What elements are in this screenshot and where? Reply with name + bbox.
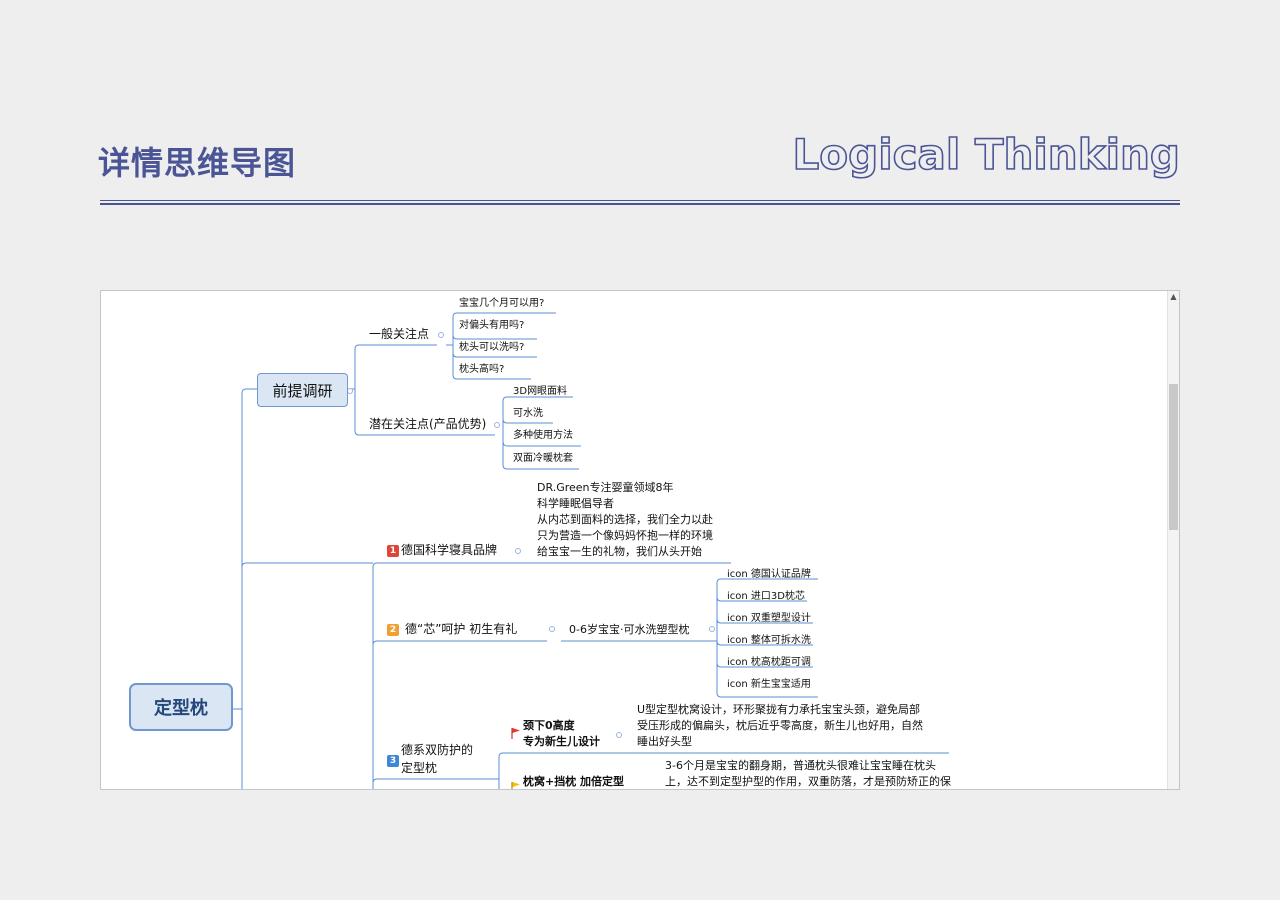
header-divider-thick [100, 203, 1180, 205]
section3-item1-title-line1[interactable]: 颈下0高度 [523, 719, 575, 732]
scroll-thumb[interactable] [1169, 384, 1178, 530]
section3-item2-title[interactable]: 枕窝+挡枕 加倍定型 [523, 775, 625, 788]
general-item[interactable]: 对偏头有用吗? [459, 320, 525, 331]
section3-item1-desc: 睡出好头型 [637, 735, 692, 748]
potential-item[interactable]: 3D网眼面料 [513, 386, 568, 397]
section1-line: DR.Green专注婴童领域8年 [537, 481, 674, 494]
section2-badge: 2 [387, 624, 399, 636]
link-section3-items [489, 752, 617, 780]
section2-item[interactable]: icon 枕高枕距可调 [727, 657, 811, 668]
mindmap-viewer[interactable]: 定型枕 前提调研 一般关注点 宝宝几个月可以用? 对偏头有用吗? 枕头可以洗吗?… [100, 290, 1180, 790]
section1-line: 给宝宝一生的礼物，我们从头开始 [537, 545, 702, 558]
section3-node-line2[interactable]: 定型枕 [401, 761, 438, 775]
header-divider [100, 200, 1180, 201]
section2-node[interactable]: 德“芯”呵护 初生有礼 [405, 622, 518, 636]
section1-line: 科学睡眠倡导者 [537, 497, 614, 510]
section1-line: 只为营造一个像妈妈怀抱一样的环境 [537, 529, 713, 542]
section2-item[interactable]: icon 整体可拆水洗 [727, 635, 811, 646]
section3-badge: 3 [387, 755, 399, 767]
potential-item[interactable]: 多种使用方法 [513, 430, 573, 441]
link-section2-items [716, 578, 818, 641]
link-section3 [372, 778, 489, 784]
potential-node[interactable]: 潜在关注点(产品优势) [369, 417, 487, 431]
section2-item[interactable]: icon 双重塑型设计 [727, 613, 811, 624]
page-title: 详情思维导图 [98, 144, 297, 182]
premise-node[interactable]: 前提调研 [257, 373, 348, 407]
general-node[interactable]: 一般关注点 [369, 327, 430, 341]
section1-node[interactable]: 德国科学寝具品牌 [401, 543, 498, 557]
flag-icon [511, 728, 520, 739]
section3-item1-title-line2[interactable]: 专为新生儿设计 [523, 735, 600, 748]
link-section2 [372, 640, 547, 646]
general-item[interactable]: 枕头高吗? [459, 364, 505, 375]
section3-item1-desc: U型定型枕窝设计，环形聚拢有力承托宝宝头颈，避免局部 [637, 703, 921, 716]
potential-item[interactable]: 双面冷暖枕套 [513, 453, 573, 464]
section3-item1-desc: 受压形成的偏扁头，枕后近乎零高度，新生儿也好用，自然 [637, 719, 923, 732]
mindmap-links [233, 312, 949, 789]
flag-icon [511, 782, 520, 789]
link-general-items [446, 312, 556, 346]
section3-item2-desc: 上，达不到定型护型的作用，双重防落，才是预防矫正的保 [665, 775, 951, 788]
vertical-scrollbar[interactable]: ▲ [1167, 291, 1179, 789]
section2-item[interactable]: icon 德国认证品牌 [727, 569, 811, 580]
root-node[interactable]: 定型枕 [129, 683, 233, 731]
section2-item[interactable]: icon 进口3D枕芯 [727, 591, 805, 602]
general-item[interactable]: 宝宝几个月可以用? [459, 298, 545, 309]
section3-node-line1[interactable]: 德系双防护的 [401, 743, 474, 757]
section3-item2-desc: 3-6个月是宝宝的翻身期，普通枕头很难让宝宝睡在枕头 [665, 759, 936, 772]
link-premise-potential [354, 389, 495, 436]
page-subtitle: Logical Thinking [792, 129, 1181, 180]
link-premise-general [348, 344, 437, 390]
section2-item[interactable]: icon 新生宝宝适用 [727, 679, 811, 690]
potential-item[interactable]: 可水洗 [513, 408, 543, 419]
general-item[interactable]: 枕头可以洗吗? [459, 342, 525, 353]
link-section1 [372, 562, 511, 568]
link-potential-items [502, 396, 573, 425]
section2-child-node[interactable]: 0-6岁宝宝·可水洗塑型枕 [569, 623, 690, 636]
section1-line: 从内芯到面料的选择，我们全力以赴 [537, 513, 713, 526]
scroll-up-icon[interactable]: ▲ [1170, 292, 1177, 301]
collapse-dot-icon [347, 388, 353, 394]
link-root-trunk [241, 388, 257, 709]
section1-badge: 1 [387, 545, 399, 557]
